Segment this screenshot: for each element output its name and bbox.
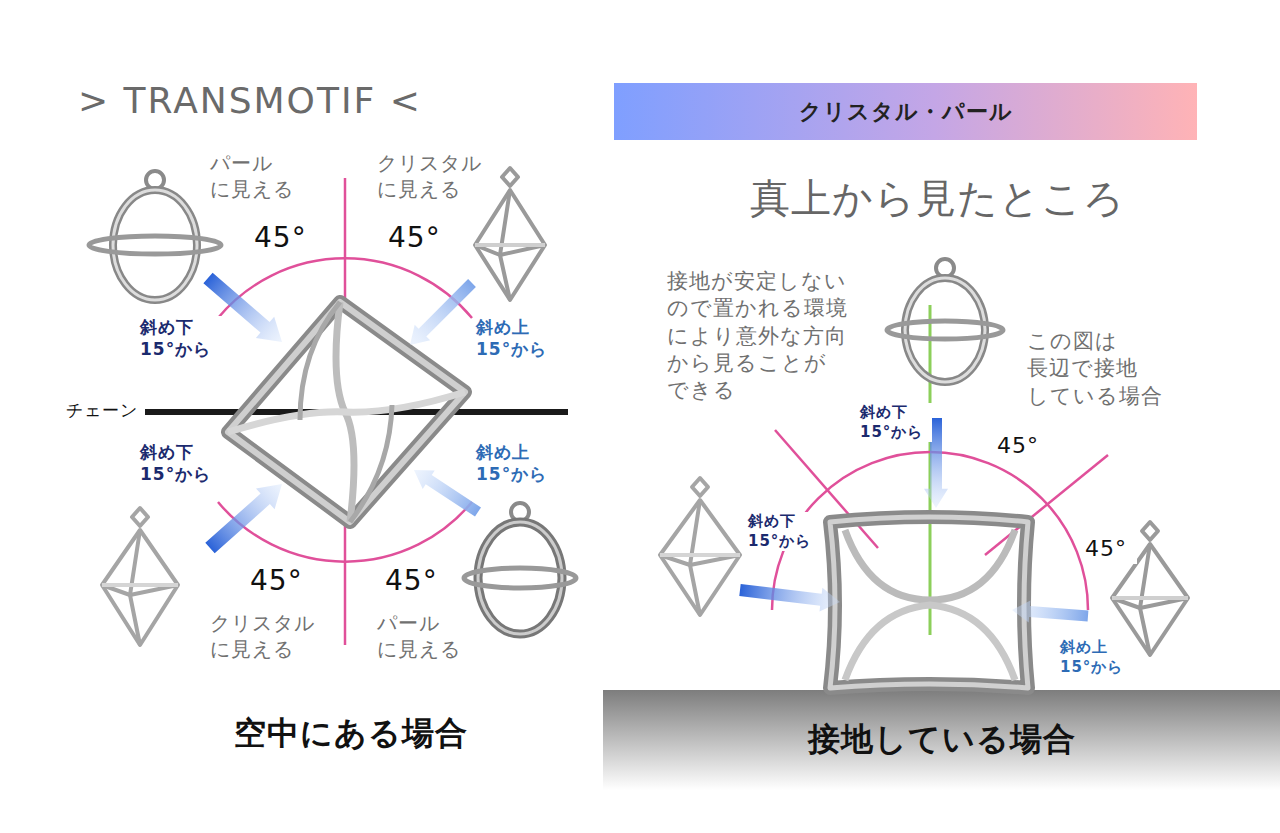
view-arrow xyxy=(205,484,282,553)
view-arrow xyxy=(1012,600,1088,622)
node-text: クリスタル・パール xyxy=(799,97,1013,127)
direction-label: 斜め上 15°から xyxy=(474,316,558,360)
view-arrow xyxy=(414,470,481,517)
pearl-pendant xyxy=(887,259,1003,382)
direction-label: 斜め上 15°から xyxy=(474,441,558,485)
view-note: クリスタル に見える xyxy=(208,610,324,662)
angle-label: 45° xyxy=(386,220,450,256)
direction-label: 斜め下 15°から xyxy=(746,512,820,551)
angle-label: 45° xyxy=(252,220,316,256)
title-banner: クリスタル・パール xyxy=(614,83,1197,140)
chain-label: チェーン xyxy=(64,399,140,421)
direction-label: 斜め上 15°から xyxy=(1058,638,1132,677)
pearl-pendant xyxy=(464,503,576,634)
note-text: 接地が安定しない ので置かれる環境 により意外な方向 から見ることが できる xyxy=(665,268,869,404)
view-note: パール に見える xyxy=(208,150,312,202)
direction-label: 斜め下 15°から xyxy=(858,403,932,442)
crystal-pendant xyxy=(102,508,178,645)
crystal-pearl-frame xyxy=(830,517,1028,688)
view-arrow xyxy=(739,584,840,612)
direction-label: 斜め下 15°から xyxy=(138,441,222,485)
logo-title: > TRANSMOTIF < xyxy=(78,78,422,125)
view-arrow xyxy=(410,279,476,345)
pearl-pendant xyxy=(89,171,221,300)
node-text: 接地している場合 xyxy=(808,718,1076,762)
direction-label: 斜め下 15°から xyxy=(138,316,222,360)
note-text: この図は 長辺で接地 している場合 xyxy=(1025,328,1189,410)
crystal-pendant xyxy=(660,478,740,615)
panel-heading: 真上から見たところ xyxy=(748,172,1127,224)
angle-label: 45° xyxy=(995,432,1049,461)
angle-label: 45° xyxy=(1083,535,1137,564)
ground-band: 接地している場合 xyxy=(603,690,1280,790)
panel-caption: 空中にある場合 xyxy=(232,713,470,755)
angle-label: 45° xyxy=(383,563,447,599)
angle-label: 45° xyxy=(248,563,312,599)
view-note: クリスタル に見える xyxy=(375,150,491,202)
ground xyxy=(603,690,1280,790)
view-note: パール に見える xyxy=(375,610,479,662)
